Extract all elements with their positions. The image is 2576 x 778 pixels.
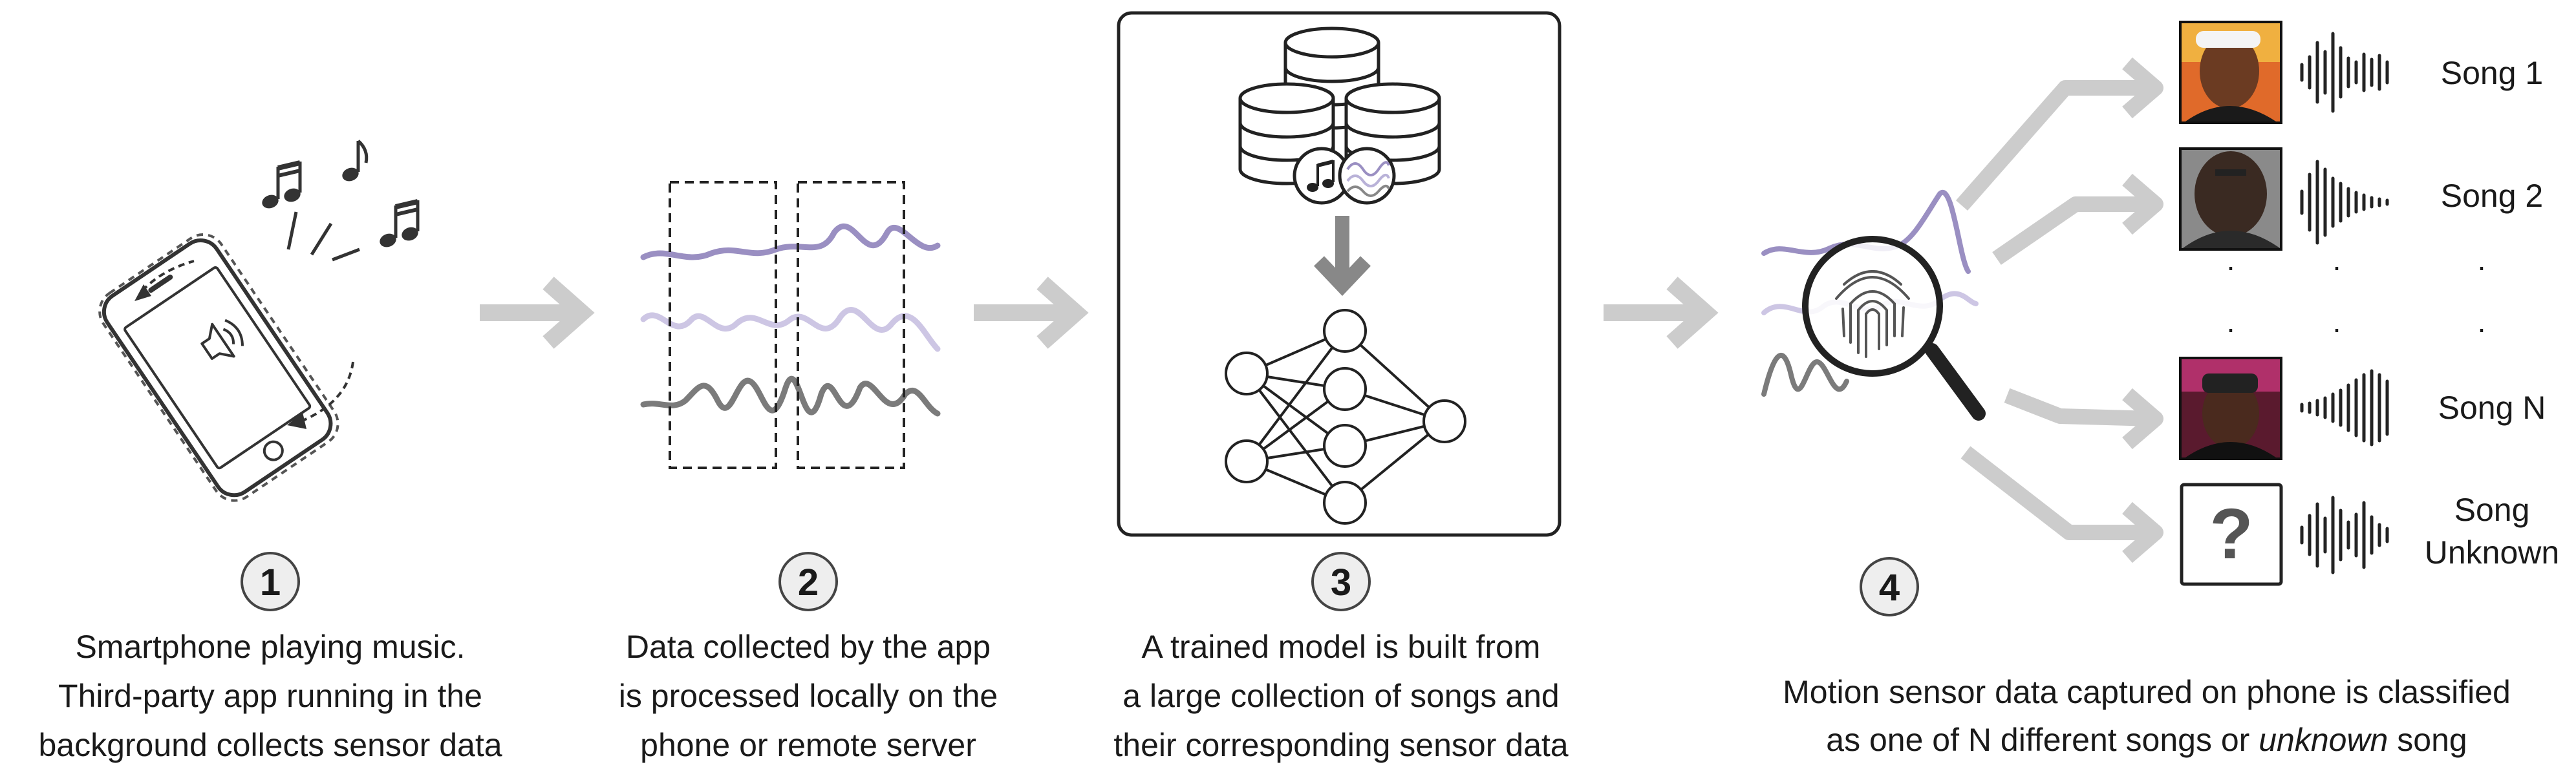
branch-arrow-icon — [2004, 388, 2154, 426]
branch-arrow-icon — [1992, 196, 2153, 265]
speaker-icon — [200, 319, 244, 361]
ellipsis-dot: · — [2332, 249, 2341, 283]
song-label: Song N — [2438, 390, 2546, 426]
audio-waveform-icon — [2300, 160, 2389, 245]
step-2-caption-line: Data collected by the app — [626, 629, 991, 665]
audio-waveform-icon — [2300, 369, 2389, 447]
caption-text: song — [2388, 722, 2467, 758]
branch-arrow-icon — [1955, 80, 2153, 211]
step-badge-2: 2 — [778, 552, 838, 611]
branch-arrows — [1955, 57, 2163, 563]
step-number: 4 — [1879, 567, 1900, 609]
audio-waveform-icon — [2300, 32, 2389, 113]
step-2-caption-line: is processed locally on the — [619, 678, 998, 714]
music-note-icon — [342, 140, 369, 182]
flow-arrow-icon — [1604, 277, 1719, 349]
light-purple-signal-wave — [640, 307, 941, 352]
step-4-caption-line: as one of N different songs or unknown s… — [1826, 722, 2467, 758]
signal-wave-icon — [1346, 161, 1390, 197]
song-label: Unknown — [2425, 534, 2559, 571]
caption-text: as one of N different songs or — [1826, 722, 2259, 758]
neural-network-icon — [1225, 309, 1466, 525]
step-1-caption-line: background collects sensor data — [38, 727, 502, 763]
music-note-icon — [262, 160, 302, 209]
ellipsis-dot: · — [2332, 311, 2341, 345]
audio-waveform-icon — [2300, 496, 2389, 574]
song-label: Song 2 — [2441, 178, 2543, 214]
step-3-caption-line: a large collection of songs and — [1122, 678, 1559, 714]
down-arrow-icon — [1314, 216, 1371, 296]
step-1-caption-line: Smartphone playing music. — [75, 629, 465, 665]
music-note-icon — [380, 199, 420, 247]
ellipsis-dot: · — [2226, 311, 2235, 345]
trained-model-box — [1117, 11, 1562, 537]
step-2-caption-line: phone or remote server — [640, 727, 976, 763]
step-badge-3: 3 — [1311, 552, 1371, 611]
ellipsis-dot: · — [2226, 249, 2235, 283]
question-mark-text: ? — [2209, 494, 2253, 574]
fingerprint-icon — [1835, 270, 1910, 358]
step-3-caption-line: their corresponding sensor data — [1113, 727, 1568, 763]
unknown-emphasis-text: unknown — [2259, 722, 2388, 758]
step-number: 1 — [260, 562, 281, 604]
unknown-song-thumbnail: ? — [2180, 483, 2283, 586]
fingerprint-match-illustration — [1761, 189, 1986, 421]
song-thumbnail-2 — [2179, 147, 2282, 251]
flow-arrow-icon — [974, 277, 1089, 349]
branch-arrow-icon — [1960, 446, 2153, 540]
song-thumbnail-3 — [2179, 357, 2282, 460]
step-3-caption-line: A trained model is built from — [1142, 629, 1541, 665]
step-4-caption-line: Motion sensor data captured on phone is … — [1783, 674, 2511, 710]
motion-arrow-icon — [141, 260, 195, 292]
step-badge-4: 4 — [1860, 557, 1919, 616]
ellipsis-dot: · — [2476, 311, 2486, 345]
step-number: 3 — [1331, 562, 1351, 604]
database-icon — [1238, 26, 1441, 205]
step-number: 2 — [798, 562, 819, 604]
ellipsis-dot: · — [2476, 249, 2486, 283]
gray-signal-wave — [640, 375, 941, 417]
step-badge-1: 1 — [241, 552, 300, 611]
motion-arrow-icon — [303, 361, 354, 421]
purple-signal-wave — [640, 223, 941, 260]
song-thumbnail-1 — [2179, 21, 2282, 124]
song-label: Song — [2454, 492, 2530, 528]
gray-signal-wave — [1761, 353, 1849, 397]
music-note-icon — [1307, 160, 1335, 192]
step-1-caption-line: Third-party app running in the — [58, 678, 482, 714]
flow-arrow-icon — [480, 277, 595, 349]
magnifying-glass-icon — [1802, 236, 1986, 421]
windowed-sensor-signals — [640, 181, 941, 469]
smartphone-illustration — [98, 140, 420, 502]
song-label: Song 1 — [2441, 55, 2543, 91]
